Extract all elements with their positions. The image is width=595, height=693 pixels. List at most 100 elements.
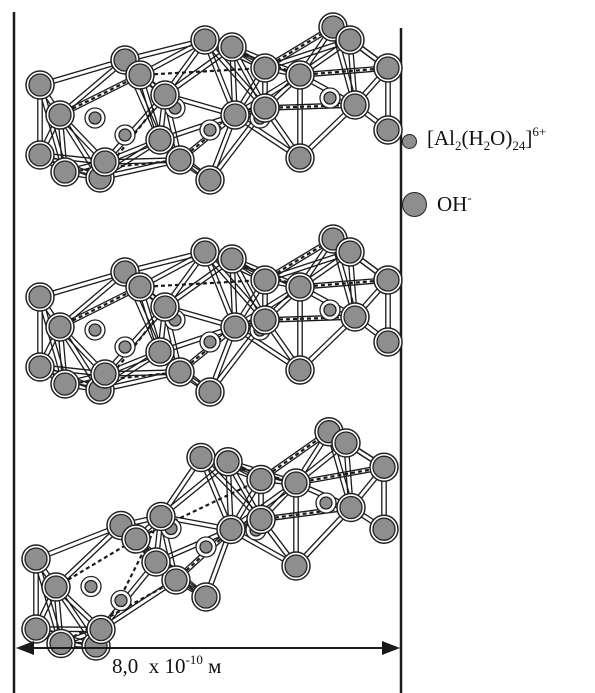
scale-times: x 10	[148, 654, 186, 678]
hydroxide-sphere	[28, 73, 52, 97]
bond-line	[58, 284, 140, 326]
scale-exponent: -10	[185, 652, 203, 667]
al-complex-sphere	[319, 496, 333, 510]
hydroxide-sphere	[193, 240, 217, 264]
hydroxide-sphere	[338, 28, 362, 52]
legend-hydroxide: OH-	[402, 190, 472, 217]
hydroxide-sphere	[220, 247, 244, 271]
hydroxide-sphere	[376, 330, 400, 354]
hydroxide-charge: -	[467, 190, 472, 205]
bond-line	[106, 308, 168, 376]
legend-al-complex-formula: [Al2(H2O)24]6+	[427, 125, 546, 152]
hydroxide-sphere	[49, 631, 73, 656]
hydroxide-sphere	[124, 527, 148, 551]
bond-line	[206, 250, 268, 319]
bond-line	[202, 253, 264, 322]
hydroxide-sphere	[284, 471, 308, 495]
hydroxide-sphere	[343, 93, 367, 117]
al-complex-sphere	[323, 303, 337, 317]
scale-value: 8,0	[112, 654, 139, 678]
layers-group	[21, 12, 403, 661]
hydroxide-sphere	[28, 143, 52, 167]
hydroxide-sphere	[284, 554, 308, 578]
hydrogen-bond-line	[234, 318, 266, 329]
hydroxide-sphere	[223, 315, 247, 339]
hydroxide-sphere	[376, 118, 400, 142]
scale-arrowhead-right	[382, 641, 400, 655]
hydroxide-sphere	[128, 275, 152, 299]
bond-line	[299, 65, 388, 74]
scale-unit: м	[208, 654, 222, 678]
unit-cell-boundaries	[12, 12, 403, 693]
hydrogen-bond-line	[64, 370, 181, 386]
hydroxide-sphere	[193, 28, 217, 52]
hydroxide-sphere	[144, 550, 168, 574]
hydroxide-sphere	[148, 128, 172, 152]
bond-line	[102, 93, 164, 161]
al-complex-sphere	[199, 540, 213, 554]
hydroxide-sphere	[168, 360, 192, 384]
hydrogen-bond-line	[295, 466, 385, 485]
hydroxide-sphere	[288, 275, 312, 299]
formula-sub-h: 2	[483, 138, 491, 153]
hydrogen-bond-line	[59, 74, 141, 116]
bond-line	[60, 76, 142, 118]
hydroxide-sphere	[249, 467, 273, 492]
hydroxide-sphere	[168, 148, 192, 172]
bond-line	[264, 102, 355, 107]
scale-arrow	[16, 641, 400, 655]
al-complex-sphere	[114, 593, 128, 608]
hydroxide-sphere	[343, 305, 367, 329]
al-complex-sphere	[203, 123, 217, 137]
hydroxide-sphere	[376, 268, 400, 292]
formula-part-al: [Al	[427, 126, 455, 150]
hydroxide-sphere	[253, 96, 277, 120]
al-complex-sphere	[118, 340, 132, 354]
scale-label: 8,0 x 10-10 м	[112, 652, 222, 679]
formula-part-o: O)	[490, 126, 513, 150]
hydroxide-sphere	[153, 295, 177, 319]
hydroxide-sphere	[128, 63, 152, 87]
hydroxide-sphere	[372, 517, 396, 541]
bond-line	[206, 38, 268, 107]
hydroxide-sphere	[24, 617, 48, 641]
bond-line	[299, 277, 388, 286]
hydroxide-sphere	[148, 340, 172, 364]
scale-arrowhead-left	[16, 641, 34, 655]
al-complex-sphere	[118, 128, 132, 142]
bond-line	[58, 72, 140, 114]
hydroxide-sphere	[339, 495, 363, 520]
formula-sub-al: 2	[455, 138, 462, 153]
bond-line	[60, 288, 142, 330]
hydroxide-sphere	[288, 63, 312, 87]
hydroxide-sphere	[253, 56, 277, 80]
bond-line	[265, 318, 356, 323]
formula-charge: 6+	[532, 124, 547, 139]
hydroxide-base: OH	[437, 192, 468, 216]
hydroxide-sphere	[338, 240, 362, 264]
formula-part-h: (H	[461, 126, 484, 150]
hydroxide-sphere	[223, 103, 247, 127]
bond-line	[40, 61, 126, 88]
hydroxide-sphere	[376, 56, 400, 80]
hydrogen-bond-line	[59, 286, 141, 328]
hydroxide-sphere	[288, 146, 312, 170]
hydrogen-bond-line	[234, 106, 266, 117]
formula-sub-water: 24	[512, 138, 526, 153]
bond-line	[39, 269, 125, 296]
hydroxide-sphere	[28, 285, 52, 309]
hydroxide-sphere	[189, 445, 213, 470]
hydroxide-sphere	[28, 355, 52, 379]
bond-line	[40, 273, 126, 300]
layer-1	[25, 12, 403, 195]
bond-line	[261, 509, 352, 523]
hydrogen-bond-line	[64, 158, 181, 174]
hydroxide-sphere	[372, 455, 396, 479]
layer-3	[21, 416, 399, 661]
formula-part-close: ]	[525, 126, 533, 150]
al-complex-sphere	[84, 579, 98, 594]
hydroxide-sphere	[249, 507, 273, 532]
layer-2	[25, 224, 403, 407]
bond-line	[39, 57, 125, 84]
hydroxide-sphere	[93, 362, 117, 386]
